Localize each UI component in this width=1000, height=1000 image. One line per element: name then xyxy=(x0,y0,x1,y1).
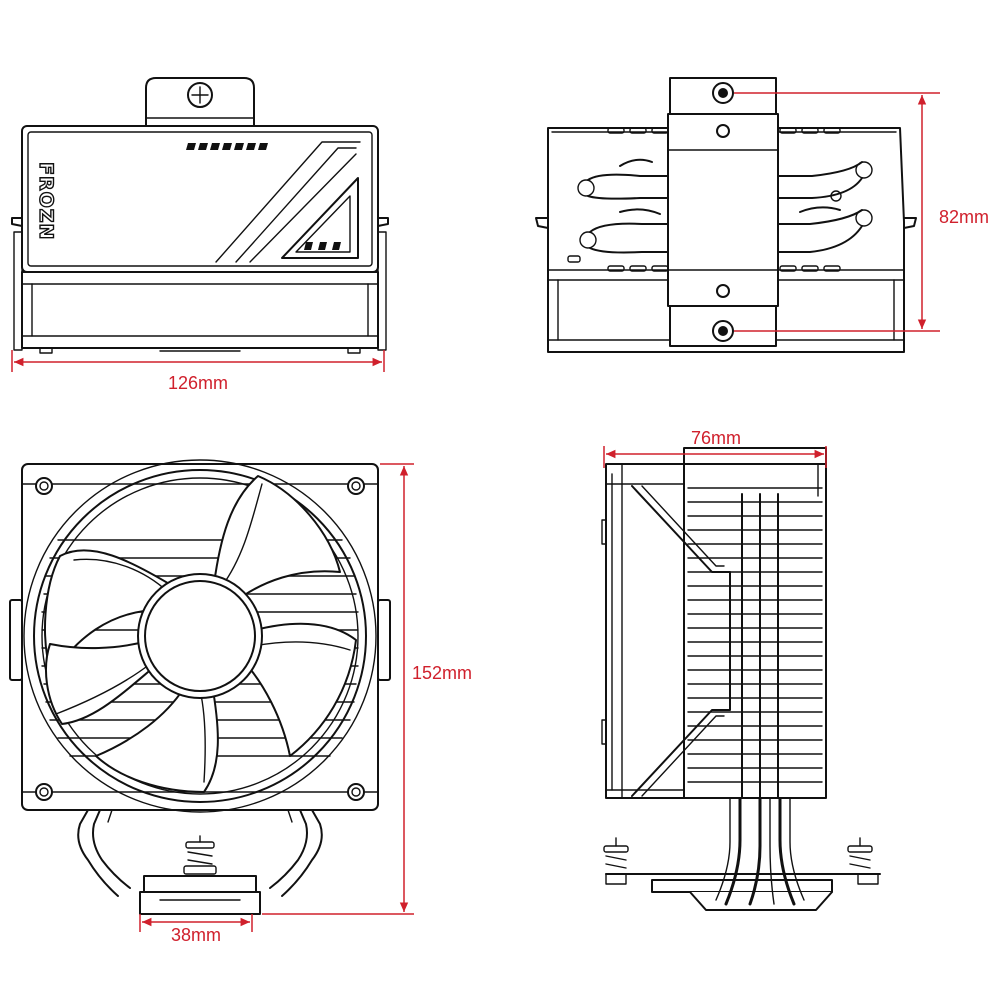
top-view: FROZN xyxy=(11,77,389,354)
base-label: 38mm xyxy=(171,925,221,945)
mount-bar xyxy=(667,113,779,307)
fan-side xyxy=(605,463,685,799)
depth-label: 82mm xyxy=(939,207,989,227)
screw-icon xyxy=(347,783,365,801)
brand-logo: FROZN xyxy=(35,162,57,240)
dimension-base: 38mm xyxy=(139,914,253,945)
spring-icon xyxy=(603,837,873,869)
spring-icon xyxy=(183,835,217,875)
profile-view xyxy=(601,447,881,911)
front-view xyxy=(9,459,391,915)
heatpipes xyxy=(77,809,323,897)
fan-depth-label: 76mm xyxy=(691,428,741,448)
side-view xyxy=(535,77,917,353)
heatsink-fins xyxy=(687,487,823,783)
dimension-height: 152mm xyxy=(262,463,472,915)
screw-icon xyxy=(35,783,53,801)
heatpipes xyxy=(577,158,873,254)
vent-slots xyxy=(186,143,268,150)
fan-blades xyxy=(44,475,357,793)
dimension-depth: 82mm xyxy=(734,92,989,332)
fan-hub xyxy=(137,573,263,699)
dimension-fan-depth: 76mm xyxy=(603,428,827,468)
heatpipes xyxy=(715,794,805,906)
led-indicators xyxy=(304,242,341,250)
fin-slots xyxy=(607,127,841,272)
dimension-width: 126mm xyxy=(11,350,385,393)
screw-icon xyxy=(35,477,53,495)
fan-shroud xyxy=(33,469,367,803)
mount-base xyxy=(605,873,881,911)
base-plate xyxy=(143,875,257,893)
width-label: 126mm xyxy=(168,373,228,393)
screw-icon xyxy=(347,477,365,495)
height-label: 152mm xyxy=(412,663,472,683)
corner-screws xyxy=(35,477,365,801)
fin-stack xyxy=(683,463,827,799)
